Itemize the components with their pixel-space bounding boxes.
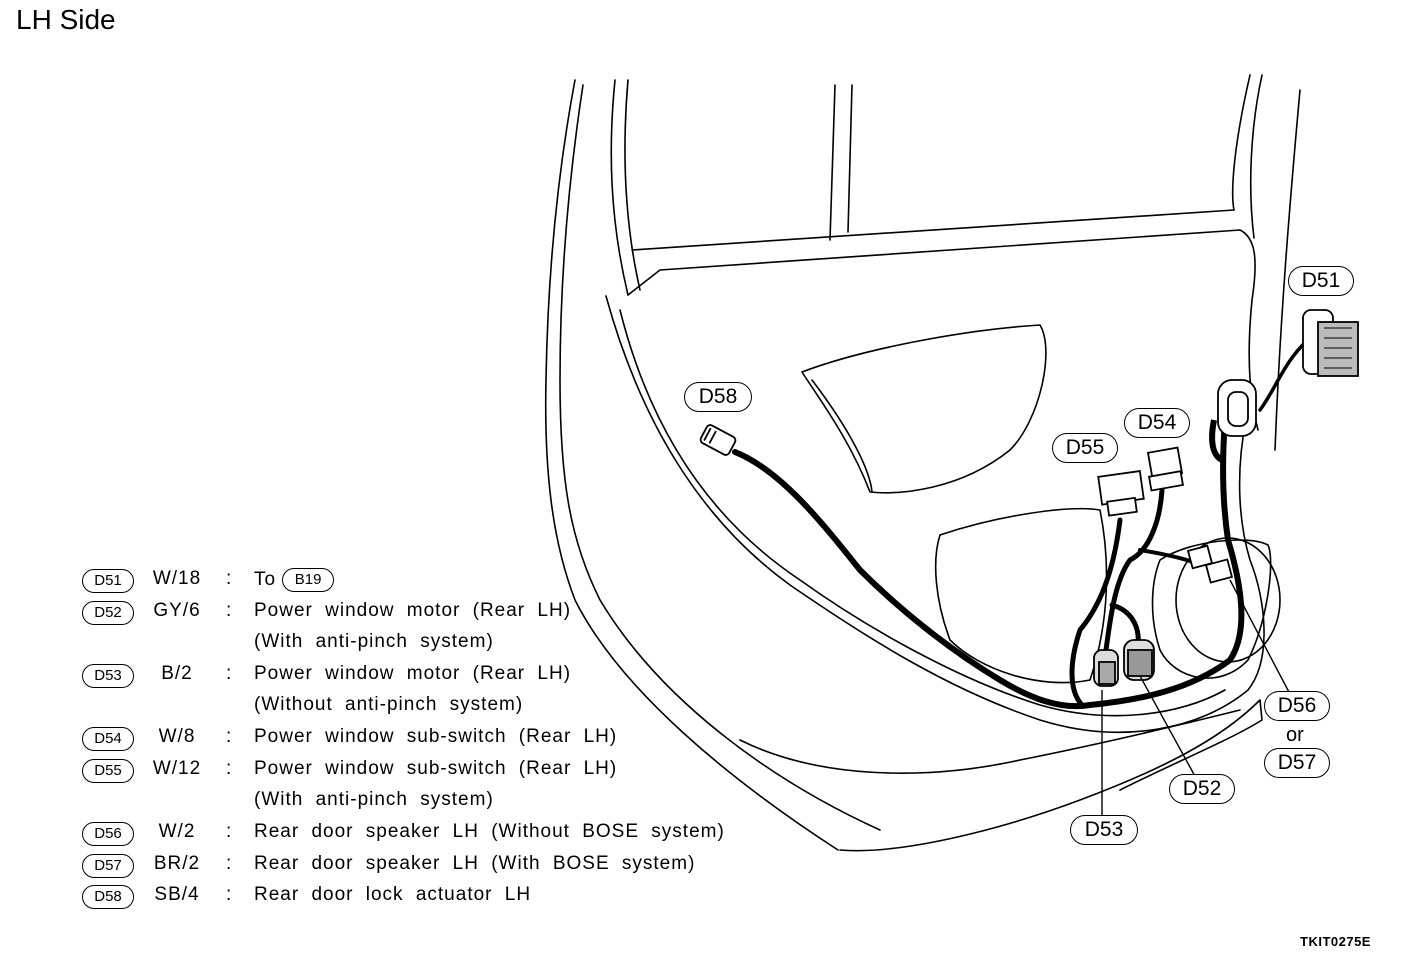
armrest-pocket bbox=[801, 324, 1047, 494]
connector-desc: Rear door lock actuator LH bbox=[254, 884, 532, 905]
label-d51: D51 bbox=[1288, 266, 1354, 296]
legend-row: D54 W/8 : Power window sub-switch (Rear … bbox=[80, 724, 800, 752]
door-bottom-inner bbox=[739, 709, 1241, 774]
label-d53: D53 bbox=[1070, 815, 1138, 845]
door-trim bbox=[605, 295, 1265, 733]
d53-connector bbox=[1093, 649, 1119, 687]
d55-connector bbox=[1097, 470, 1145, 517]
connector-desc-cont: (Without anti-pinch system) bbox=[254, 694, 524, 715]
colon: : bbox=[226, 726, 233, 747]
legend-row: D57 BR/2 : Rear door speaker LH (With BO… bbox=[80, 851, 800, 879]
pillar-outer bbox=[1274, 89, 1301, 451]
figure-id: TKIT0275E bbox=[1300, 934, 1371, 949]
label-d57: D57 bbox=[1264, 748, 1330, 778]
d52-connector bbox=[1123, 639, 1155, 681]
legend-row: D56 W/2 : Rear door speaker LH (Without … bbox=[80, 819, 800, 847]
colon: : bbox=[226, 821, 233, 842]
label-d56: D56 bbox=[1264, 691, 1330, 721]
window-frame-right bbox=[1231, 74, 1251, 211]
connector-desc: Rear door speaker LH (With BOSE system) bbox=[254, 853, 696, 874]
connector-tag: D53 bbox=[82, 664, 134, 688]
wire-code: W/12 bbox=[152, 758, 202, 779]
leader-d56-d57 bbox=[1229, 579, 1291, 695]
connector-tag: D54 bbox=[82, 727, 134, 751]
legend-row: D53 B/2 : Power window motor (Rear LH) bbox=[80, 661, 800, 689]
wire-code: W/2 bbox=[158, 821, 196, 842]
wire-code: W/18 bbox=[152, 568, 202, 589]
colon: : bbox=[226, 568, 233, 589]
d58-plug bbox=[699, 424, 737, 456]
connector-desc: Power window sub-switch (Rear LH) bbox=[254, 726, 618, 747]
wire-code: SB/4 bbox=[154, 884, 200, 905]
connector-tag: D56 bbox=[82, 822, 134, 846]
connector-tag: D52 bbox=[82, 601, 134, 625]
door-grommet bbox=[1209, 379, 1257, 463]
colon: : bbox=[226, 600, 233, 621]
colon: : bbox=[226, 758, 233, 779]
door-inner-edge bbox=[559, 84, 881, 831]
harness-branch-d55 bbox=[1069, 517, 1123, 708]
connector-desc-cont: (With anti-pinch system) bbox=[254, 789, 494, 810]
wire-code: GY/6 bbox=[153, 600, 201, 621]
window-frame-right-outer bbox=[1249, 74, 1263, 239]
speaker-bracket bbox=[1151, 539, 1272, 679]
label-d52: D52 bbox=[1169, 774, 1235, 804]
connector-tag: D58 bbox=[82, 885, 134, 909]
harness-branch-d52 bbox=[1109, 602, 1141, 648]
desc-text: To bbox=[254, 569, 277, 591]
window-divider bbox=[829, 84, 853, 241]
door-trim-inner bbox=[619, 309, 1226, 717]
colon: : bbox=[226, 884, 233, 905]
harness-main bbox=[732, 387, 1245, 710]
door-bottom bbox=[839, 699, 1263, 852]
wire-code: BR/2 bbox=[153, 853, 201, 874]
harness-branch-d51 bbox=[1258, 338, 1310, 412]
legend-row: D58 SB/4 : Rear door lock actuator LH bbox=[80, 882, 800, 910]
d54-connector bbox=[1146, 446, 1184, 492]
armrest-pocket-inner bbox=[811, 379, 873, 493]
connector-tag: D55 bbox=[82, 759, 134, 783]
legend-row: D55 W/12 : Power window sub-switch (Rear… bbox=[80, 756, 800, 784]
to-connector-tag: B19 bbox=[282, 568, 335, 592]
legend-row: D52 GY/6 : Power window motor (Rear LH) bbox=[80, 598, 800, 626]
label-or: or bbox=[1286, 724, 1304, 746]
connector-tag: D57 bbox=[82, 854, 134, 878]
label-d55: D55 bbox=[1052, 433, 1118, 463]
harness-branch-d54 bbox=[1103, 487, 1165, 653]
window-frame-left bbox=[610, 79, 629, 296]
window-sill bbox=[627, 229, 1241, 296]
d51-connector bbox=[1302, 309, 1359, 377]
connector-desc: Power window sub-switch (Rear LH) bbox=[254, 758, 618, 779]
label-d54: D54 bbox=[1124, 408, 1190, 438]
speaker-connector bbox=[1186, 544, 1234, 584]
door-outer-edge bbox=[544, 79, 839, 851]
colon: : bbox=[226, 853, 233, 874]
page-title: LH Side bbox=[16, 4, 116, 35]
window-frame-left-inner bbox=[624, 79, 641, 291]
colon: : bbox=[226, 663, 233, 684]
connector-desc: Power window motor (Rear LH) bbox=[254, 600, 572, 621]
wire-code: B/2 bbox=[161, 663, 193, 684]
leader-d52 bbox=[1139, 675, 1197, 779]
connector-tag: D51 bbox=[82, 569, 134, 593]
connector-desc-cont: (With anti-pinch system) bbox=[254, 631, 494, 652]
wire-code: W/8 bbox=[158, 726, 196, 747]
connector-desc: Power window motor (Rear LH) bbox=[254, 663, 572, 684]
connector-desc: Rear door speaker LH (Without BOSE syste… bbox=[254, 821, 725, 842]
inner-panel bbox=[934, 507, 1108, 684]
window-bottom bbox=[631, 209, 1235, 251]
label-d58: D58 bbox=[684, 382, 752, 412]
